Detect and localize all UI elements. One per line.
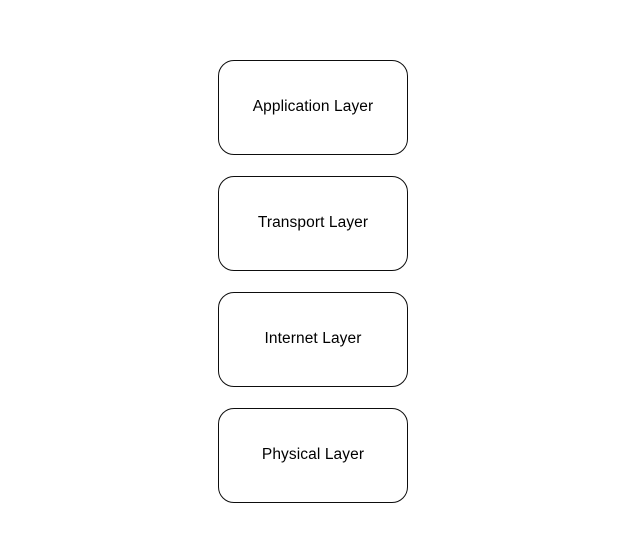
node-label-internet-layer: Internet Layer <box>264 330 362 348</box>
node-label-transport-layer: Transport Layer <box>257 214 369 232</box>
node-label-physical-layer: Physical Layer <box>261 446 365 464</box>
layer-stack: Application Layer Transport Layer Intern… <box>218 60 408 503</box>
diagram-node-application-layer: Application Layer <box>218 60 408 155</box>
diagram-node-physical-layer: Physical Layer <box>218 408 408 503</box>
node-label-application-layer: Application Layer <box>252 98 374 116</box>
diagram-node-internet-layer: Internet Layer <box>218 292 408 387</box>
diagram-node-transport-layer: Transport Layer <box>218 176 408 271</box>
